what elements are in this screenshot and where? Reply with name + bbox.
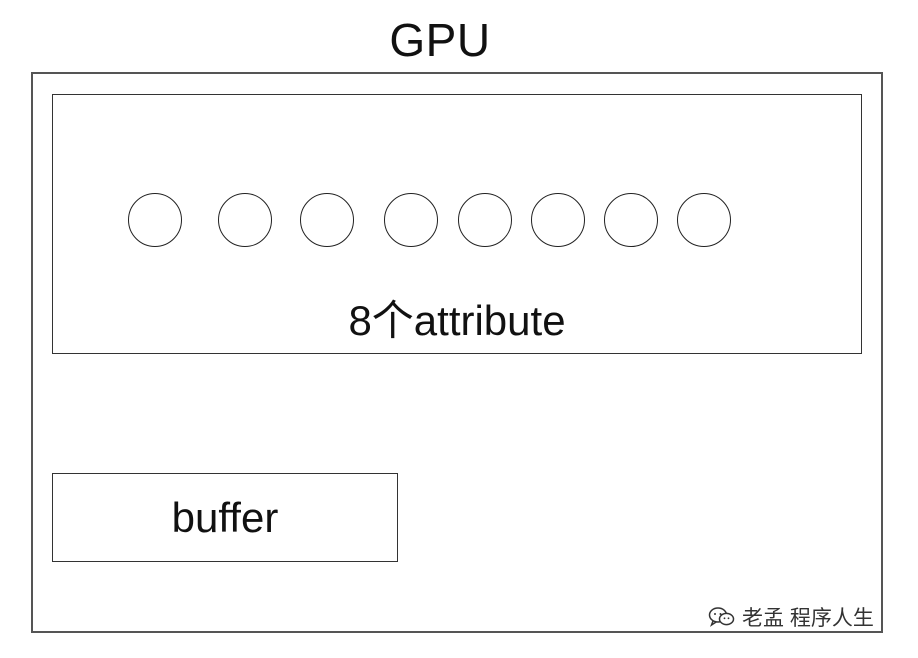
buffer-label: buffer <box>171 493 279 541</box>
attribute-container <box>52 94 862 354</box>
gpu-title: GPU <box>389 14 491 66</box>
wechat-icon <box>708 606 736 628</box>
attribute-slot <box>604 193 658 247</box>
attribute-slot <box>531 193 585 247</box>
attribute-slot <box>458 193 512 247</box>
attribute-slot <box>128 193 182 247</box>
attribute-slot <box>384 193 438 247</box>
attribute-slot <box>677 193 731 247</box>
buffer-box: buffer <box>52 473 398 562</box>
attribute-label: 8个attribute <box>348 297 566 344</box>
attribute-slot <box>218 193 272 247</box>
gpu-container <box>31 72 883 633</box>
attribute-slot <box>300 193 354 247</box>
watermark-text: 老孟 程序人生 <box>742 607 874 630</box>
watermark: 老孟 程序人生 <box>708 602 874 632</box>
